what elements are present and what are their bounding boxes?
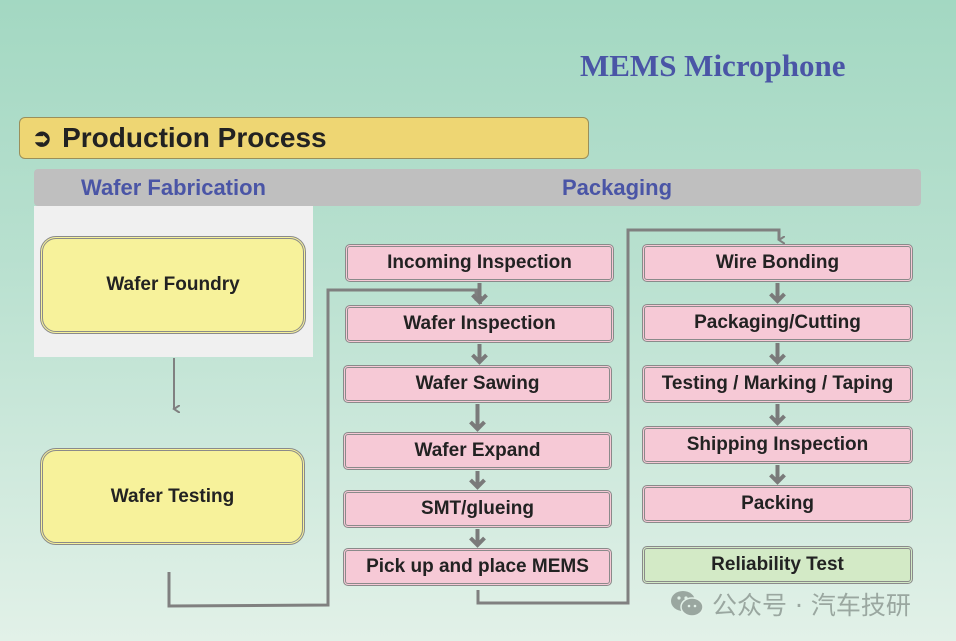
- circle-arrow-right-icon: ➲: [32, 124, 53, 152]
- banner-label: Production Process: [62, 122, 327, 153]
- diagram-title: MEMS Microphone: [580, 48, 846, 83]
- packaging-col2-step-box: Packing: [642, 485, 913, 523]
- packaging-header: Packaging: [562, 175, 673, 200]
- packaging-col1-step-box: Wafer Inspection: [345, 305, 614, 343]
- packaging-col2-step-box: Packaging/Cutting: [642, 304, 913, 342]
- packaging-col1-step-box: Wafer Expand: [343, 432, 612, 470]
- packaging-col2-step-box: Shipping Inspection: [642, 426, 913, 464]
- down-arrow-icon: [469, 529, 486, 548]
- watermark-text: 公众号 · 汽车技研: [712, 591, 911, 620]
- packaging-col1-step-box: Incoming Inspection: [345, 244, 614, 282]
- testing-to-wafer-inspection-connector: [167, 288, 476, 608]
- down-arrow-icon: [469, 404, 486, 432]
- down-arrow-icon: [469, 471, 486, 490]
- down-arrow-icon: [769, 283, 786, 304]
- packaging-col1-step-box: Pick up and place MEMS: [343, 548, 612, 586]
- wechat-icon: [671, 591, 704, 617]
- packaging-col1-step-box: SMT/glueing: [343, 490, 612, 528]
- down-arrow-icon: [471, 344, 488, 365]
- watermark: 公众号 · 汽车技研: [670, 586, 911, 622]
- reliability-test-box: Reliability Test: [642, 546, 913, 584]
- wafer-fabrication-header: Wafer Fabrication: [81, 175, 266, 200]
- section-header-bar: [34, 169, 921, 206]
- wafer-foundry-box: Wafer Foundry: [40, 236, 306, 334]
- wafer-testing-box: Wafer Testing: [40, 448, 305, 545]
- down-arrow-icon: [769, 343, 786, 365]
- pickplace-to-wire-bonding-connector: [476, 228, 779, 605]
- packaging-col2-step-box: Wire Bonding: [642, 244, 913, 282]
- down-arrow-icon: [769, 404, 786, 426]
- down-arrow-icon: [471, 283, 488, 305]
- packaging-col2-step-box: Testing / Marking / Taping: [642, 365, 913, 403]
- packaging-col1-step-box: Wafer Sawing: [343, 365, 612, 403]
- production-process-banner: ➲ Production Process: [19, 117, 589, 159]
- down-arrow-icon: [769, 465, 786, 485]
